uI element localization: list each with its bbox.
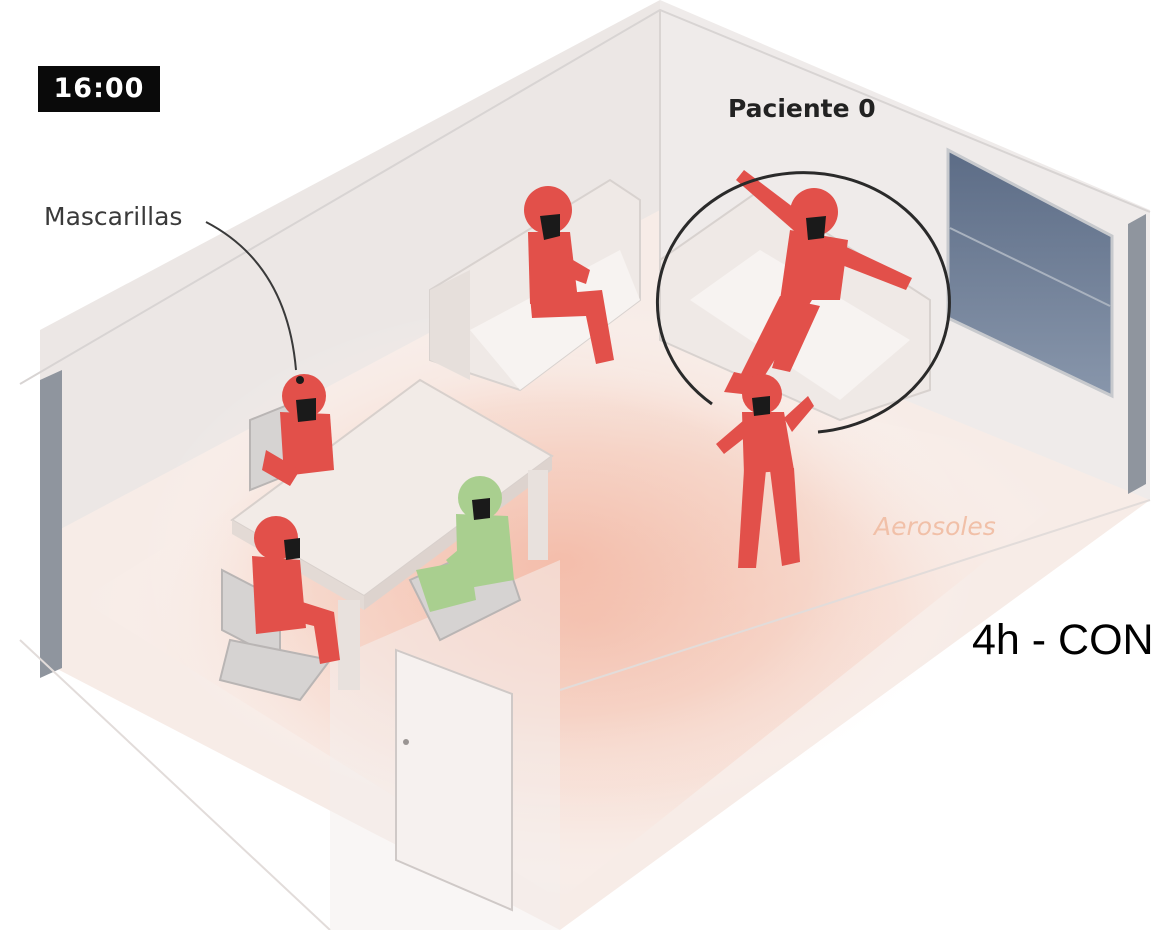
- left-wall-edge: [40, 370, 62, 678]
- time-badge: 16:00: [38, 66, 160, 112]
- duration-label: 4h - CON: [972, 616, 1154, 665]
- aerosols-label: Aerosoles: [874, 512, 996, 541]
- patient-zero-label: Paciente 0: [728, 94, 876, 123]
- right-wall-edge: [1128, 214, 1146, 494]
- masks-label: Mascarillas: [44, 202, 182, 231]
- room: [20, 0, 1150, 930]
